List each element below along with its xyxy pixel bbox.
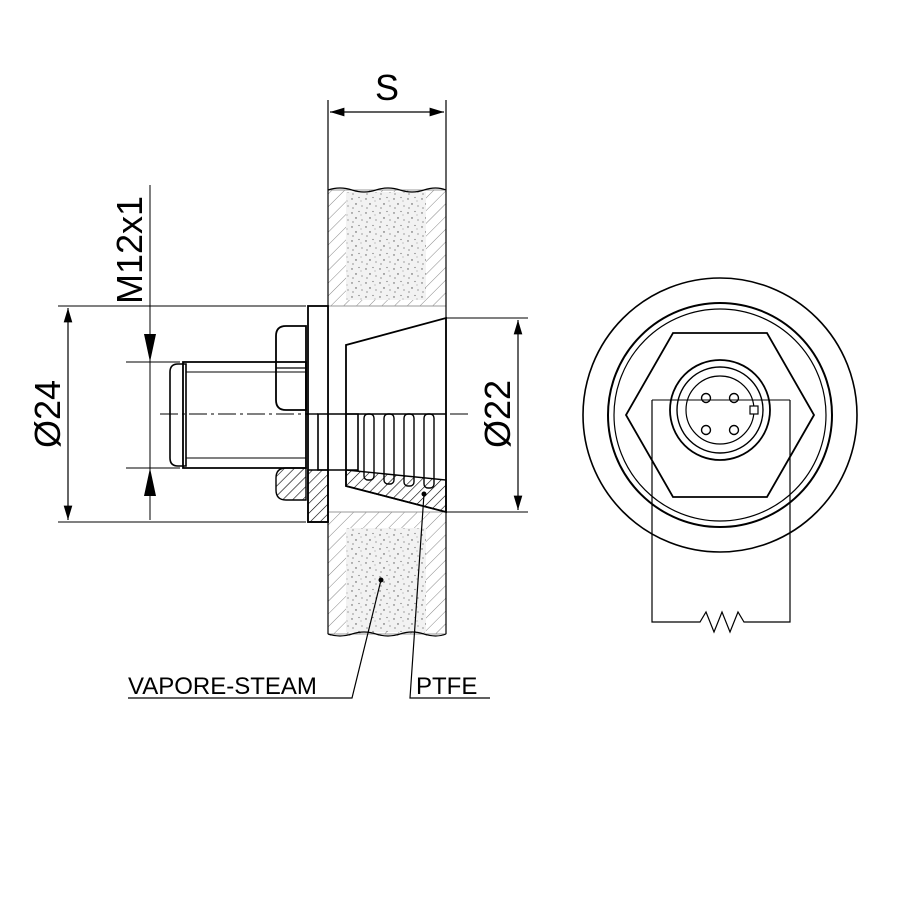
dimension-diameter-22: Ø22 [446,317,528,513]
resistor-symbol [651,399,791,634]
callout-ptfe: PTFE [409,491,490,700]
sensor-front-view [582,277,858,634]
dimension-diameter-22-label: Ø22 [477,380,518,448]
dimension-thread: M12x1 [109,185,180,520]
callout-ptfe-label: PTFE [416,673,477,700]
dimension-thread-label: M12x1 [109,196,150,304]
dimension-s: S [330,67,444,117]
dimension-s-label: S [375,67,399,108]
connector-pins [700,392,759,436]
callout-vapore-steam-label: VAPORE-STEAM [128,673,317,700]
dimension-diameter-24-label: Ø24 [27,380,68,448]
sensor-side-view [160,305,470,523]
callout-vapore-steam: VAPORE-STEAM [128,577,384,700]
dimension-diameter-24: Ø24 [27,305,306,523]
wall-section [327,100,447,637]
